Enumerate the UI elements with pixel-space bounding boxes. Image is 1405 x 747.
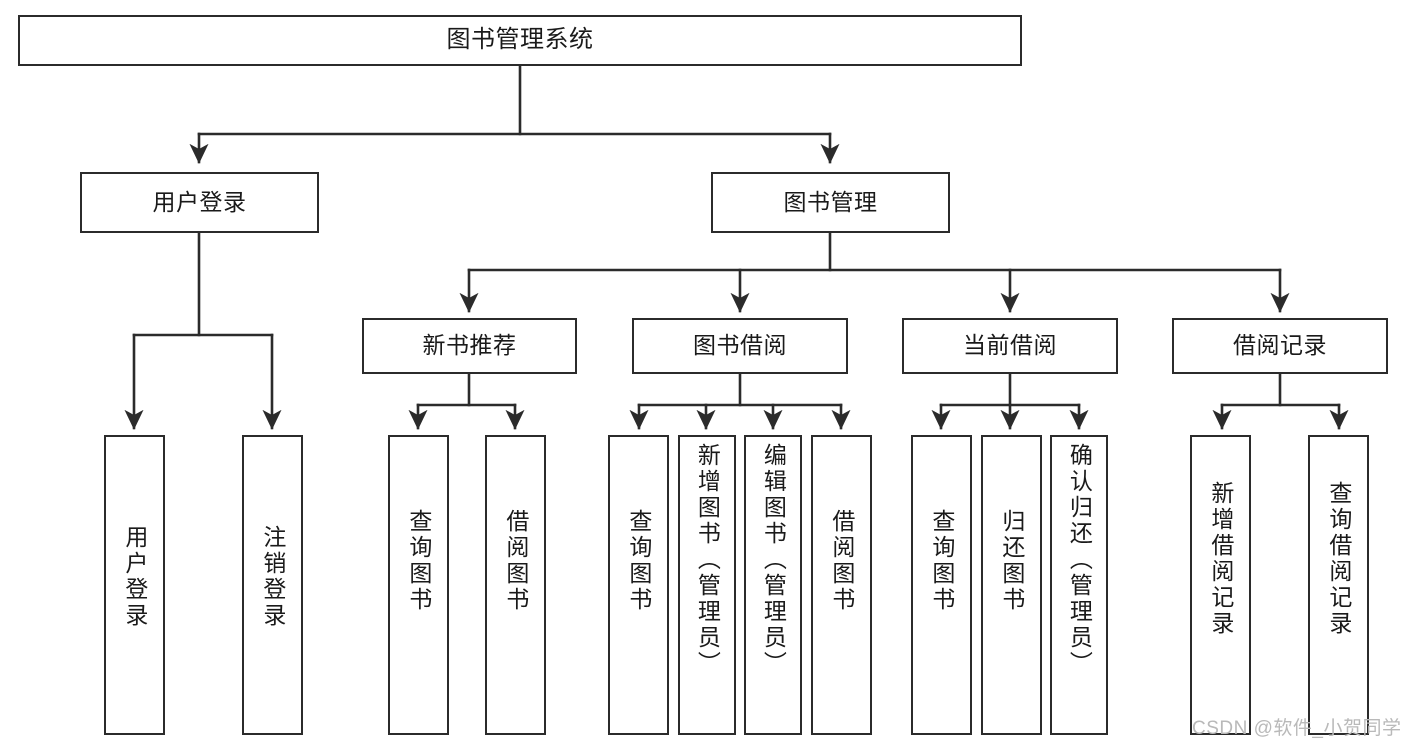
node-leaf-query-record-label: 查询借阅记录 bbox=[1325, 481, 1352, 637]
node-book-borrow[interactable]: 图书借阅 bbox=[632, 318, 848, 374]
node-leaf-borrow-book-2-label: 借阅图书 bbox=[828, 509, 855, 613]
node-leaf-add-book[interactable]: 新增图书（管理员） bbox=[678, 435, 736, 735]
node-current-borrow-label: 当前借阅 bbox=[963, 332, 1057, 359]
node-leaf-borrow-book-1[interactable]: 借阅图书 bbox=[485, 435, 546, 735]
node-book-manage-label: 图书管理 bbox=[783, 188, 878, 215]
csdn-watermark: CSDN @软件_小贺同学 bbox=[1192, 718, 1402, 739]
node-leaf-query-book-3-label: 查询图书 bbox=[928, 509, 955, 613]
node-leaf-return-book[interactable]: 归还图书 bbox=[981, 435, 1042, 735]
node-new-book-rec[interactable]: 新书推荐 bbox=[362, 318, 577, 374]
node-new-book-rec-label: 新书推荐 bbox=[422, 332, 517, 359]
node-leaf-logout[interactable]: 注销登录 bbox=[242, 435, 303, 735]
node-leaf-query-book-2[interactable]: 查询图书 bbox=[608, 435, 669, 735]
node-leaf-add-book-label: 新增图书（管理员） bbox=[694, 443, 721, 677]
node-leaf-query-book-2-label: 查询图书 bbox=[625, 509, 652, 613]
node-book-manage[interactable]: 图书管理 bbox=[711, 172, 950, 233]
node-book-borrow-label: 图书借阅 bbox=[693, 332, 787, 359]
node-leaf-query-book-3[interactable]: 查询图书 bbox=[911, 435, 972, 735]
node-root-label: 图书管理系统 bbox=[446, 26, 594, 54]
node-leaf-confirm-return[interactable]: 确认归还（管理员） bbox=[1050, 435, 1108, 735]
node-leaf-logout-label: 注销登录 bbox=[259, 525, 286, 629]
node-leaf-query-book-1[interactable]: 查询图书 bbox=[388, 435, 449, 735]
node-borrow-record-label: 借阅记录 bbox=[1233, 332, 1327, 359]
node-leaf-query-record[interactable]: 查询借阅记录 bbox=[1308, 435, 1369, 735]
node-current-borrow[interactable]: 当前借阅 bbox=[902, 318, 1118, 374]
node-leaf-query-book-1-label: 查询图书 bbox=[405, 509, 432, 613]
node-leaf-confirm-return-label: 确认归还（管理员） bbox=[1066, 443, 1093, 677]
node-leaf-edit-book-label: 编辑图书（管理员） bbox=[760, 443, 787, 677]
node-leaf-edit-book[interactable]: 编辑图书（管理员） bbox=[744, 435, 802, 735]
node-root[interactable]: 图书管理系统 bbox=[18, 15, 1022, 66]
node-leaf-borrow-book-2[interactable]: 借阅图书 bbox=[811, 435, 872, 735]
node-leaf-return-book-label: 归还图书 bbox=[998, 509, 1025, 613]
node-user-login[interactable]: 用户登录 bbox=[80, 172, 319, 233]
node-leaf-user-login[interactable]: 用户登录 bbox=[104, 435, 165, 735]
node-leaf-user-login-label: 用户登录 bbox=[121, 525, 148, 629]
node-leaf-borrow-book-1-label: 借阅图书 bbox=[502, 509, 529, 613]
node-leaf-add-record[interactable]: 新增借阅记录 bbox=[1190, 435, 1251, 735]
node-leaf-add-record-label: 新增借阅记录 bbox=[1207, 481, 1234, 637]
node-borrow-record[interactable]: 借阅记录 bbox=[1172, 318, 1388, 374]
node-user-login-label: 用户登录 bbox=[152, 188, 247, 215]
